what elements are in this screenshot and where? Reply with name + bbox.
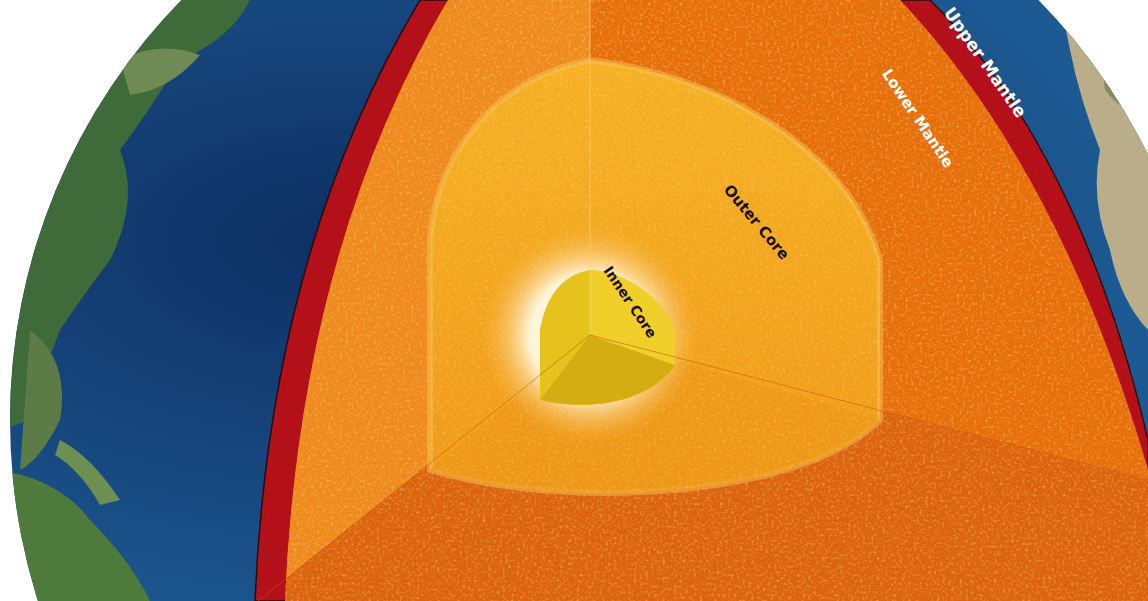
earth-cutaway: Upper MantleLower MantleOuter CoreInner … <box>0 0 1148 601</box>
earth-illustration <box>0 0 1148 601</box>
